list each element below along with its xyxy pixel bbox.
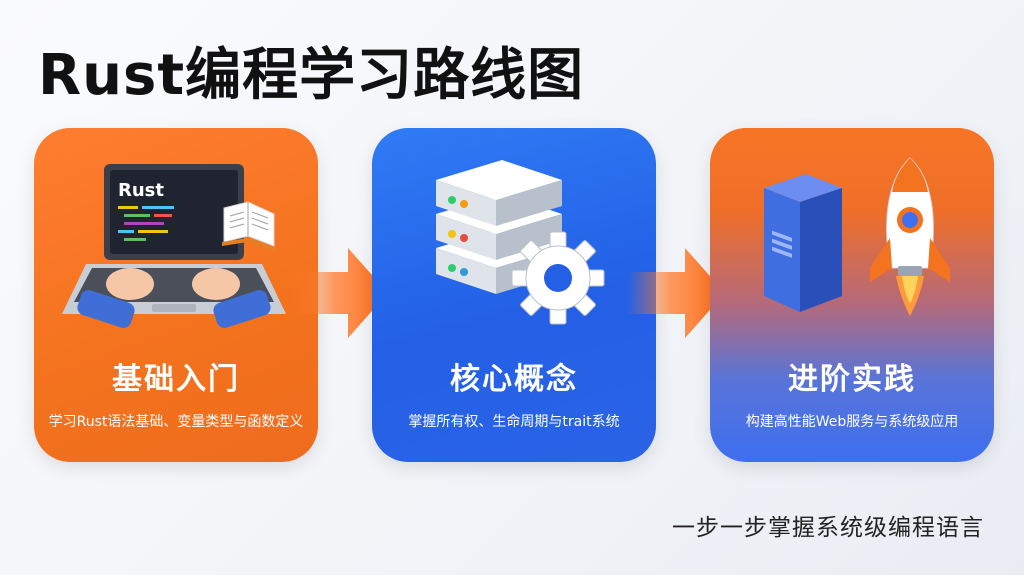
laptop-book-icon: Rust [62, 164, 286, 328]
step-title: 核心概念 [450, 362, 578, 397]
arrow-right-icon [627, 248, 725, 338]
page-title: Rust编程学习路线图 [38, 43, 585, 108]
step-title: 进阶实践 [788, 362, 916, 397]
step-card-advanced: 进阶实践 构建高性能Web服务与系统级应用 [710, 128, 994, 462]
step-description: 掌握所有权、生命周期与trait系统 [408, 414, 620, 430]
tagline: 一步一步掌握系统级编程语言 [672, 515, 984, 541]
step-card-basics: Rust 基础入门 学习Rust语法基础、变量类型与函数定义 [34, 128, 318, 462]
step-description: 学习Rust语法基础、变量类型与函数定义 [48, 414, 304, 430]
step-title: 基础入门 [112, 362, 240, 397]
step-card-core: 核心概念 掌握所有权、生命周期与trait系统 [372, 128, 656, 462]
step-description: 构建高性能Web服务与系统级应用 [745, 414, 959, 430]
arrow-right-icon [290, 248, 388, 338]
server-gear-icon [436, 160, 605, 325]
laptop-screen-text: Rust [118, 180, 164, 201]
server-rocket-icon [764, 157, 950, 316]
